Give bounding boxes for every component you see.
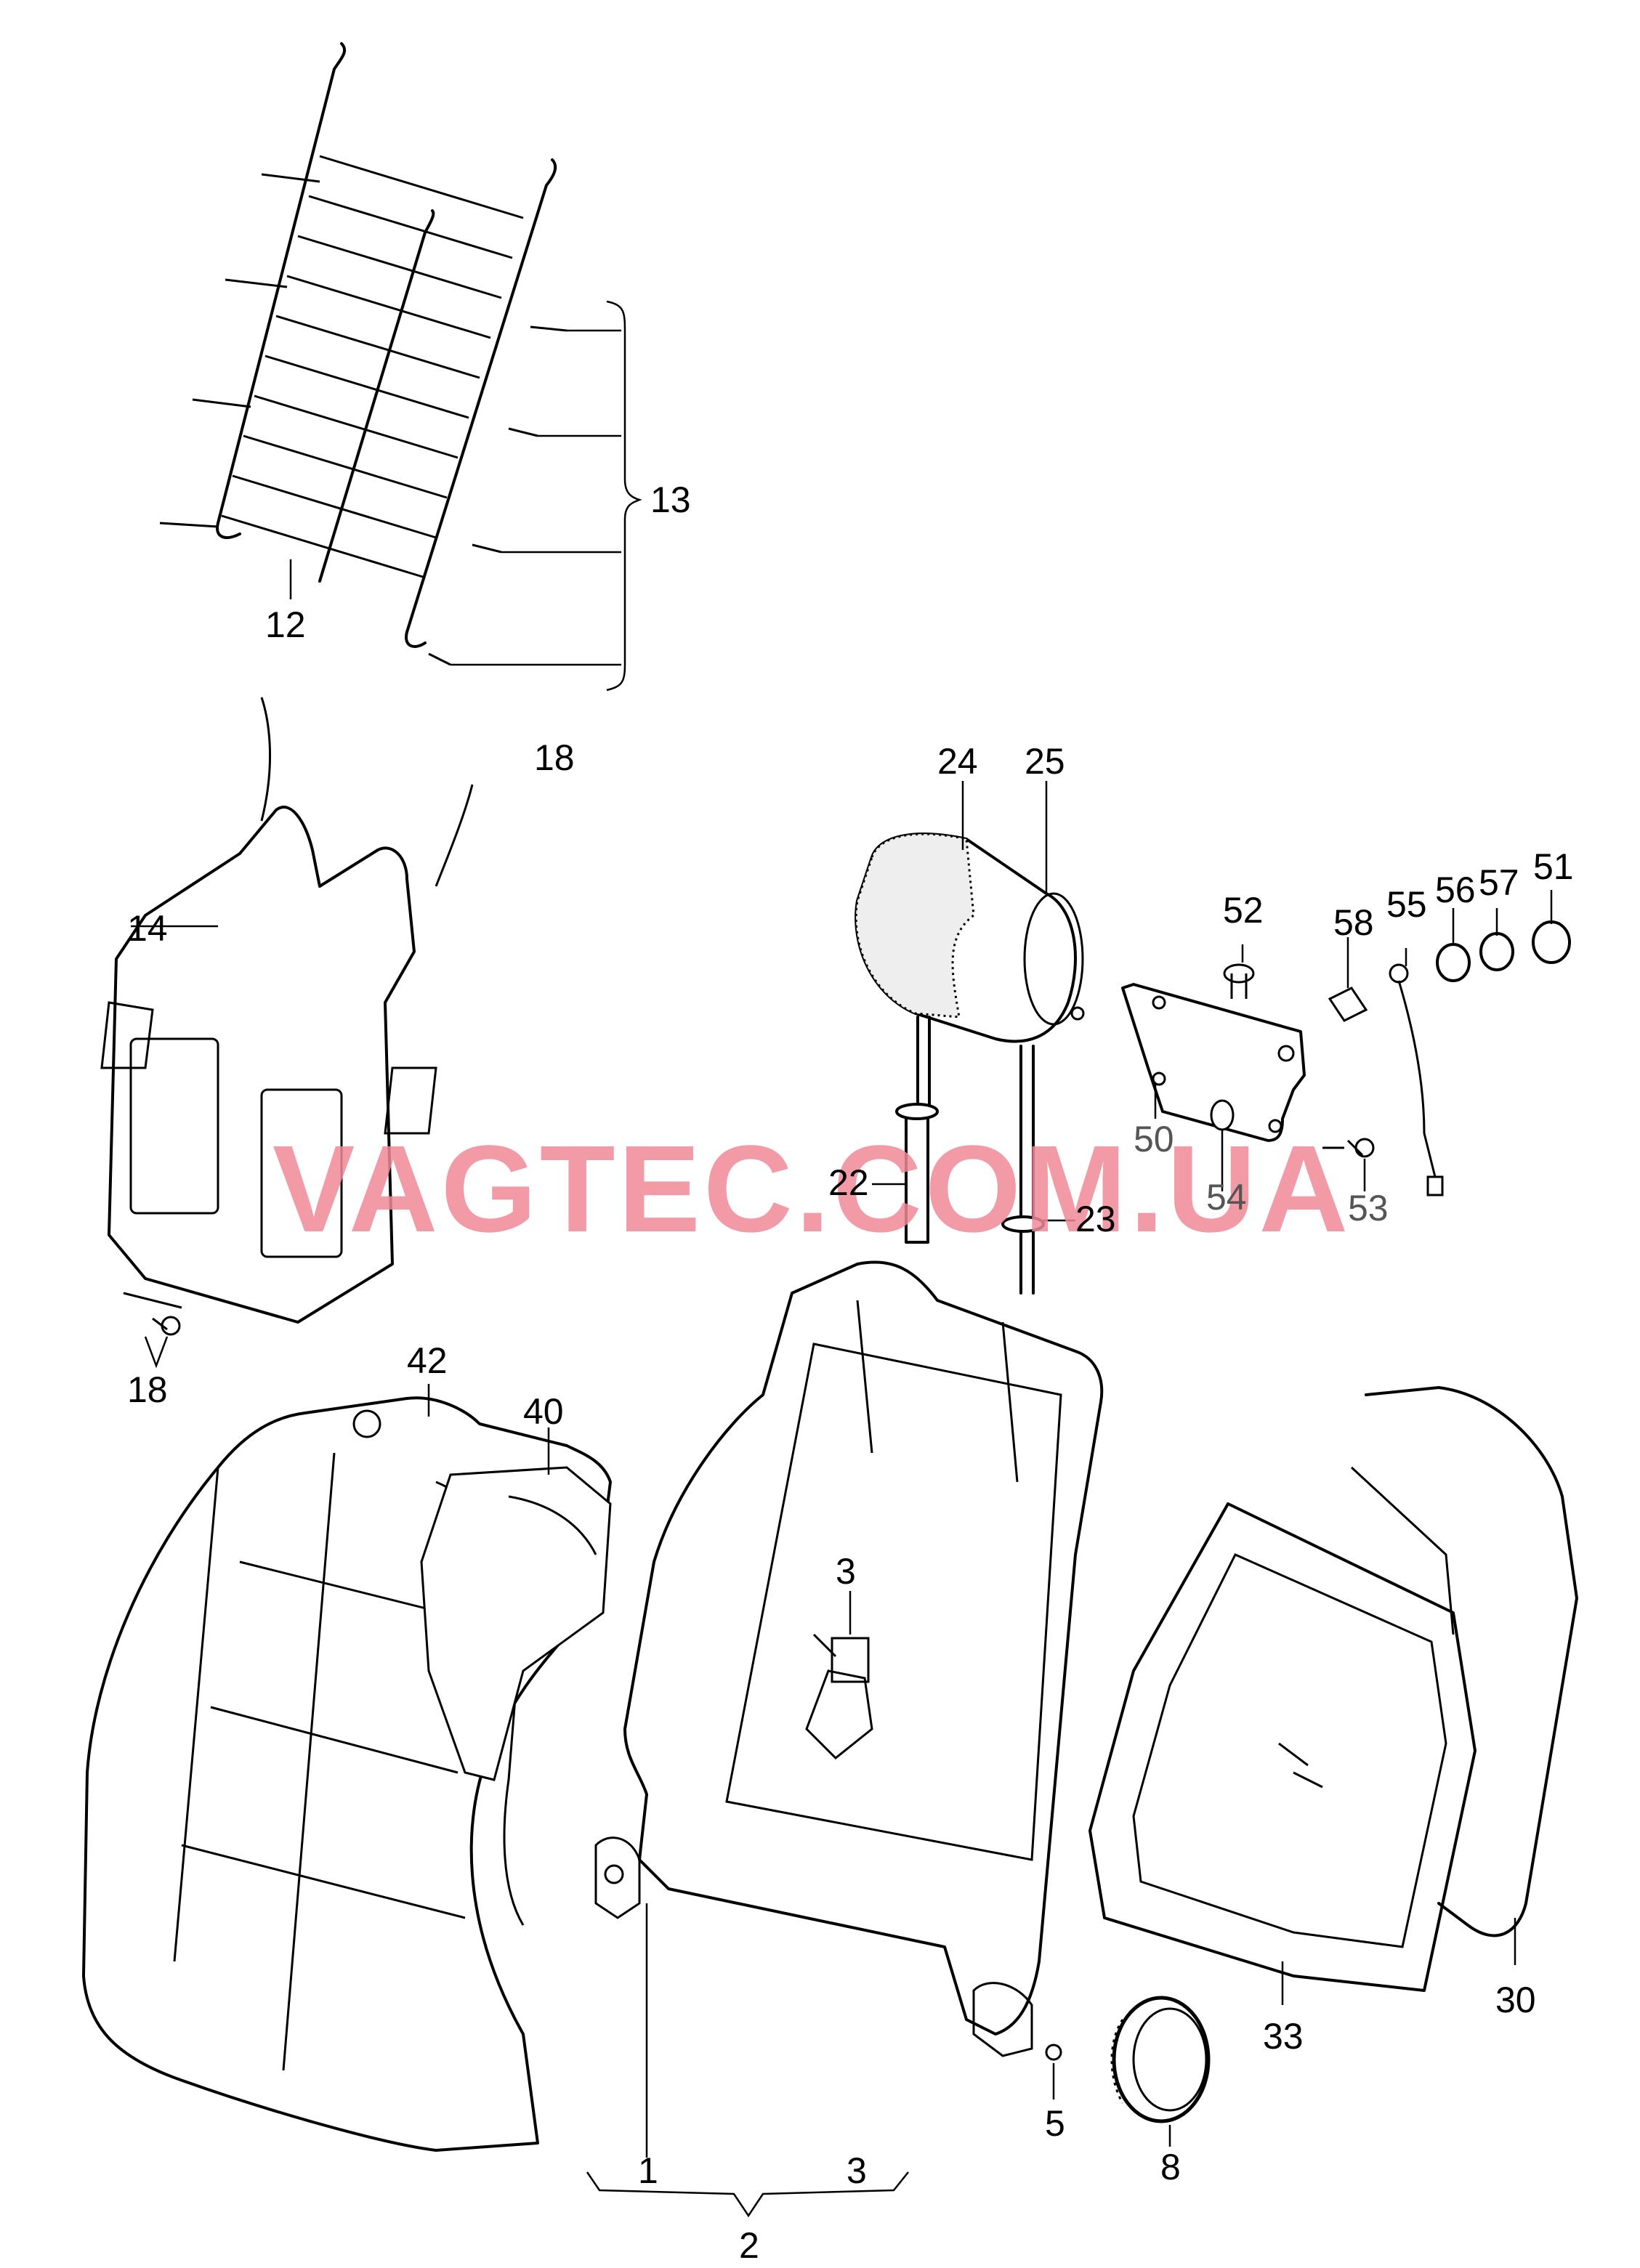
headrest-guides-part: [872, 1103, 1075, 1244]
callout-42: 42: [407, 1340, 448, 1381]
callout-53: 53: [1348, 1188, 1389, 1228]
callout-50: 50: [1134, 1119, 1174, 1159]
callout-30: 30: [1495, 1980, 1536, 2020]
callout-3-upper: 3: [836, 1551, 856, 1592]
callout-57: 57: [1479, 862, 1519, 903]
callout-54: 54: [1206, 1177, 1247, 1218]
headrest-part: [855, 781, 1085, 1295]
callout-12: 12: [265, 604, 306, 645]
callout-3-lower: 3: [847, 2150, 867, 2191]
rear-panel-part: [1088, 1386, 1578, 2005]
callout-55: 55: [1386, 884, 1427, 925]
callout-5: 5: [1045, 2103, 1065, 2144]
callout-8: 8: [1160, 2147, 1181, 2187]
callout-51: 51: [1533, 846, 1574, 887]
callout-22: 22: [828, 1162, 869, 1203]
knob-part: [1110, 1996, 1211, 2147]
callout-52: 52: [1223, 890, 1264, 931]
callout-2: 2: [739, 2225, 759, 2266]
callout-25: 25: [1025, 741, 1065, 782]
backrest-frame-part: [594, 1260, 1104, 2158]
callout-58: 58: [1333, 902, 1374, 943]
callout-56: 56: [1435, 870, 1476, 910]
callout-18-bottom: 18: [127, 1369, 168, 1410]
backrest-cover-part: [82, 1384, 612, 2152]
callout-40: 40: [523, 1391, 564, 1432]
callout-13: 13: [650, 479, 691, 520]
adjuster-hardware-part: [1121, 890, 1571, 1196]
callout-18-top: 18: [534, 737, 575, 778]
watermark: VAGTEC.COM.UA: [272, 1120, 1351, 1258]
callout-24: 24: [937, 741, 978, 782]
callout-1: 1: [638, 2150, 658, 2191]
callout-14: 14: [127, 908, 168, 949]
spring-mat-part: [159, 42, 642, 692]
callout-23: 23: [1075, 1199, 1116, 1239]
callout-33: 33: [1263, 2016, 1304, 2057]
assembly-bracket: [586, 2171, 909, 2218]
lumbar-plate-part: [100, 697, 474, 1369]
